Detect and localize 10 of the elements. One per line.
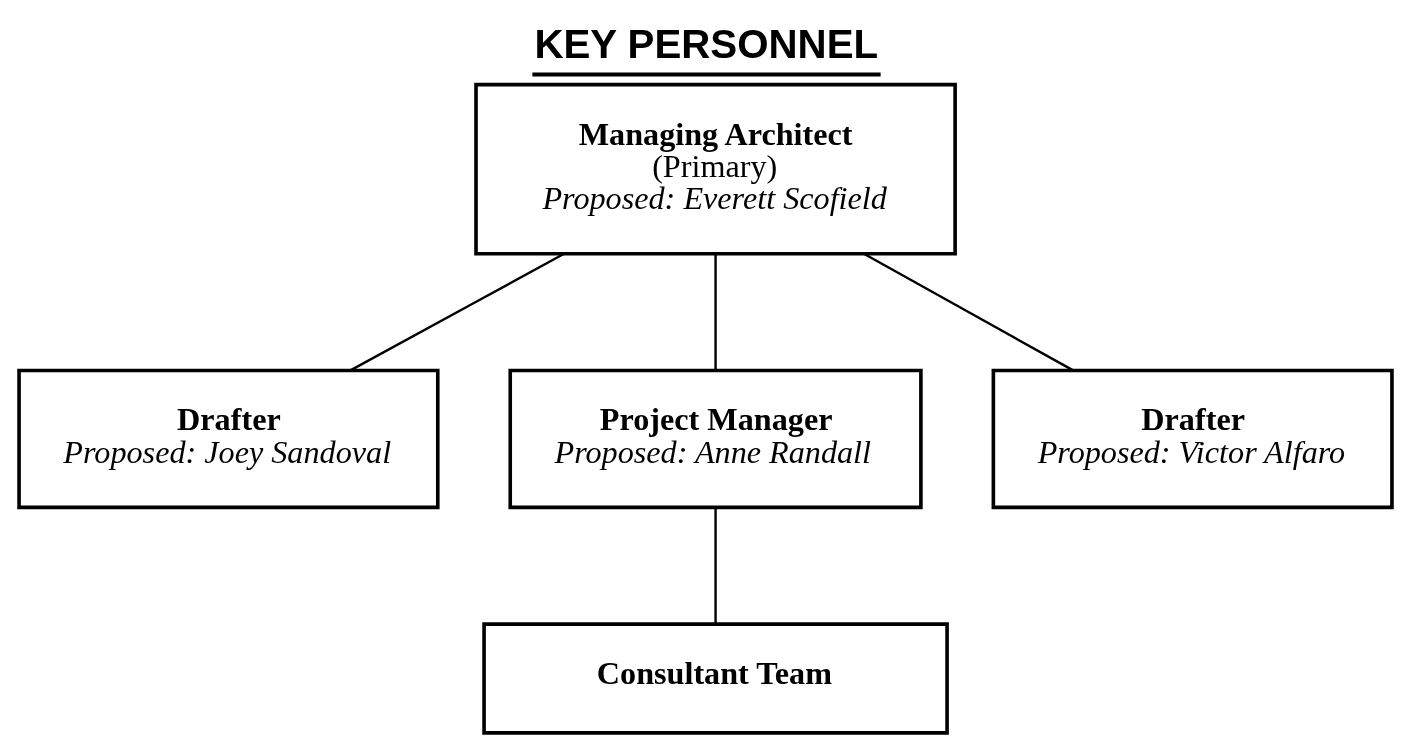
diagram-title: KEY PERSONNEL — [534, 22, 879, 68]
node-box: Managing Architect (Primary) Proposed: Everett Scofield — [474, 82, 957, 256]
connector — [349, 252, 565, 372]
connector — [714, 253, 717, 371]
connector — [714, 507, 717, 624]
node-box: Consultant Team — [482, 622, 949, 735]
node-box: Drafter Proposed: Joey Sandoval — [17, 368, 440, 510]
node-box: Drafter Proposed: Victor Alfaro — [991, 368, 1394, 510]
connector — [863, 252, 1074, 372]
node-box: Project Manager Proposed: Anne Randall — [508, 368, 923, 510]
